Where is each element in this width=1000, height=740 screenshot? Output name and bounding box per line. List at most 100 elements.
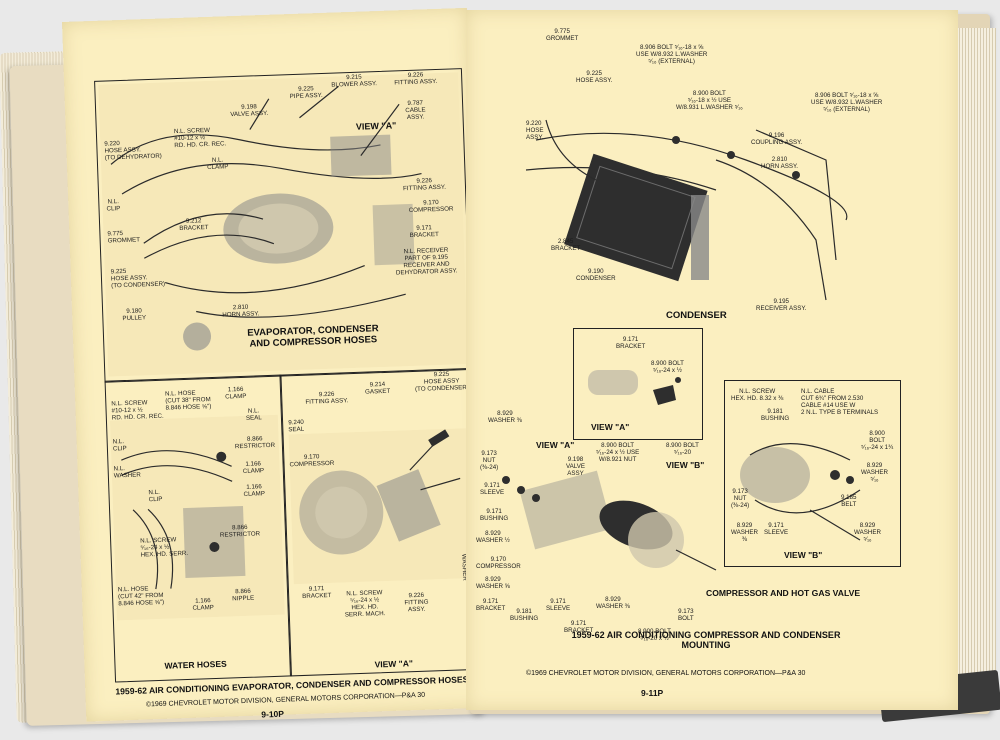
label-bracket-9171: 9.171 BRACKET <box>616 336 646 350</box>
label-horn-1: 2.810 HORN ASSY. <box>222 303 260 319</box>
label-horn: 2.810 HORN ASSY. <box>761 156 799 170</box>
label-clamp-1166d: 1.166 CLAMP <box>192 597 214 612</box>
label-sleeve-9171b: 9.171 SLEEVE <box>546 598 571 612</box>
label-nipple: 8.866 NIPPLE <box>232 587 255 603</box>
label-bracket-2845: 2.845 BRACKET <box>551 238 581 252</box>
right-caption: 1959-62 AIR CONDITIONING COMPRESSOR AND … <box>571 630 841 650</box>
label-clip-1: N.L. CLIP <box>106 198 121 213</box>
label-bolt-8900a: 8.900 BOLT ⁵⁄₁₆-18 x ½ USE W/8.931 L.WAS… <box>676 90 743 111</box>
label-bolt-9173: 9.173 BOLT <box>678 608 694 622</box>
label-bushing-9171: 9.171 BUSHING <box>480 508 509 522</box>
label-valve: 9.198 VALVE ASSY. <box>230 103 269 119</box>
label-clamp-1166b: 1.166 CLAMP <box>242 460 265 475</box>
label-sleeve-9171a: 9.171 SLEEVE <box>480 482 505 496</box>
label-bushing-9181b: 9.181 BUSHING <box>761 408 790 422</box>
label-blower: 9.215 BLOWER ASSY. <box>331 73 378 89</box>
label-bushing-9181a: 9.181 BUSHING <box>510 608 539 622</box>
label-bolt-8906a: 8.906 BOLT ⁵⁄₁₆-18 x ⅝ USE W/8.932 L.WAS… <box>636 44 708 65</box>
label-fitting-1: 9.226 FITTING ASSY. <box>394 71 438 87</box>
label-receiver: N.L. RECEIVER PART OF 9.195 RECEIVER AND… <box>395 246 458 277</box>
left-copyright: ©1969 CHEVROLET MOTOR DIVISION, GENERAL … <box>145 691 426 709</box>
label-clamp-1: N.L. CLAMP <box>207 156 229 172</box>
label-restrictor-1: 8.866 RESTRICTOR <box>234 435 276 451</box>
label-cable: 9.787 CABLE ASSY. <box>405 99 426 122</box>
label-washer-8929e: 8.929 WASHER ⁵⁄₁₆ <box>861 462 888 483</box>
label-sleeve-9171c: 9.171 SLEEVE <box>764 522 789 536</box>
compressor-heading: COMPRESSOR AND HOT GAS VALVE <box>706 588 861 598</box>
view-b-title: VIEW "B" <box>666 460 705 470</box>
label-hose-9225: 9.225 HOSE ASSY. <box>576 70 613 84</box>
label-grommet: 9.775 GROMMET <box>546 28 579 42</box>
label-clamp-1166c: 1.166 CLAMP <box>243 483 266 498</box>
label-bracket-1: 9.212 BRACKET <box>179 217 209 233</box>
water-hoses-illustration <box>109 414 285 621</box>
label-screw-3: N.L. SCREW ⁵⁄₁₆-24 x ½ HEX. HD. SERR. <box>140 536 189 559</box>
label-hose-2: N.L. HOSE (CUT 42" FROM 8.846 HOSE ⅝") <box>117 585 165 608</box>
label-belt-9185: 9.185 BELT <box>841 494 857 508</box>
view-a2-title-right: VIEW "A" <box>536 440 575 450</box>
compressor-assembly-illustration <box>502 470 717 571</box>
label-restrictor-2: 8.866 RESTRICTOR <box>219 523 261 539</box>
label-washer-8929g: 8.929 WASHER ⁵⁄₁₆ <box>854 522 881 543</box>
label-washer-8929d: 8.929 WASHER ⅜ <box>596 596 630 610</box>
label-compressor-1: 9.170 COMPRESSOR <box>408 198 454 215</box>
label-nut-9173a: 9.173 NUT (⅜-24) <box>480 450 499 471</box>
label-gasket: 9.214 GASKET <box>364 380 391 396</box>
label-bolt-8900b: 8.900 BOLT ⁵⁄₁₆-24 x ½ <box>651 360 684 374</box>
view-b2-title: VIEW "B" <box>784 550 823 560</box>
label-bolt-8900c: 8.900 BOLT ⁵⁄₁₆-20 x ½ <box>638 628 671 642</box>
label-washer-8929f: 8.929 WASHER ⅜ <box>731 522 758 543</box>
label-fitting-2: 9.226 FITTING ASSY. <box>402 177 446 193</box>
label-screw-2: N.L. SCREW #10-12 x ½ RD. HD. CR. REC. <box>111 399 164 422</box>
label-bracket-9171c: 9.171 BRACKET <box>564 620 594 634</box>
view-b-frame <box>724 380 901 567</box>
label-nut-9173b: 9.173 NUT (⅜-24) <box>731 488 750 509</box>
label-grommet-1: 9.775 GROMMET <box>107 230 141 245</box>
left-page-number: 9-10P <box>261 708 285 720</box>
label-compressor-9170: 9.170 COMPRESSOR <box>476 556 521 570</box>
label-bracket-2: 9.171 BRACKET <box>409 224 440 239</box>
label-pulley: 9.180 PULLEY <box>122 307 147 323</box>
label-compressor-2: 9.170 COMPRESSOR <box>289 453 335 469</box>
label-bolt-8900d: 8.900 BOLT ⁵⁄₁₆-24 x ½ USE W/8.921 NUT <box>596 442 640 463</box>
label-bracket-3: 9.171 BRACKET <box>302 585 332 600</box>
label-bracket-9171b: 9.171 BRACKET <box>476 598 506 612</box>
view-a-frame <box>573 328 703 440</box>
label-bolt-8900e: 8.900 BOLT ⁵⁄₁₆-20 <box>666 442 699 456</box>
right-page: CONDENSER VIEW "A" VIEW "B" <box>466 10 958 710</box>
label-bolt-8900f: 8.900 BOLT ⁵⁄₁₆-24 x 1¾ <box>861 430 894 451</box>
view-b-illustration <box>740 443 861 541</box>
label-receiver: 9.195 RECEIVER ASSY. <box>756 298 807 312</box>
label-fitting-3: 9.226 FITTING ASSY. <box>305 390 349 406</box>
view-a-title: VIEW "A" <box>355 120 397 132</box>
label-hose-9220: 9.220 HOSE ASSY. <box>526 120 544 141</box>
label-screw-1: N.L. SCREW #10-12 x ½ RD. HD. CR. REC. <box>173 126 227 150</box>
label-washer-nl: N.L. WASHER <box>113 465 141 480</box>
label-seal: 9.240 SEAL <box>288 418 305 434</box>
label-coupling: 9.196 COUPLING ASSY. <box>751 132 803 146</box>
right-copyright: ©1969 CHEVROLET MOTOR DIVISION, GENERAL … <box>526 670 806 677</box>
label-clamp-1166a: 1.166 CLAMP <box>225 385 247 401</box>
label-fitting-4: 9.226 FITTING ASSY. <box>404 591 429 614</box>
evaporator-illustration <box>98 72 469 377</box>
label-washer-8929b: 8.929 WASHER ½ <box>476 530 510 544</box>
label-hose-1: N.L. HOSE (CUT 38" FROM 8.846 HOSE ⅝") <box>164 389 212 412</box>
condenser-illustration <box>525 119 848 301</box>
label-clip-3: N.L. CLIP <box>148 488 163 504</box>
label-condenser: 9.190 CONDENSER <box>576 268 616 282</box>
label-hose-condenser-2: 9.225 HOSE ASSY (TO CONDENSER) <box>414 370 469 393</box>
label-washer-8929a: 8.929 WASHER ⅜ <box>488 410 522 424</box>
label-clip-2: N.L. CLIP <box>112 438 127 453</box>
label-washer-8929c: 8.929 WASHER ⅝ <box>476 576 510 590</box>
view-a-title-right: VIEW "A" <box>591 422 630 432</box>
bracket-illustration <box>588 370 681 405</box>
label-bolt-8906b: 8.906 BOLT ⁵⁄₁₆-18 x ⅝ USE W/8.932 L.WAS… <box>811 92 883 113</box>
label-nl-cable: N.L. CABLE CUT 6¾" FROM 2.530 CABLE #14 … <box>801 388 879 416</box>
view-a2-title: VIEW "A" <box>374 658 414 670</box>
label-nl-screw: N.L. SCREW HEX. HD. 8.32 x ⅜ <box>731 388 784 402</box>
label-hose-dehydrator: 9.220 HOSE ASSY. (TO DEHYDRATOR) <box>104 140 162 162</box>
right-page-number: 9-11P <box>641 688 664 698</box>
label-screw-4: N.L. SCREW ⁵⁄₁₆-24 x ½ HEX. HD. SERR. MA… <box>344 589 386 619</box>
condenser-heading: CONDENSER <box>666 310 727 321</box>
